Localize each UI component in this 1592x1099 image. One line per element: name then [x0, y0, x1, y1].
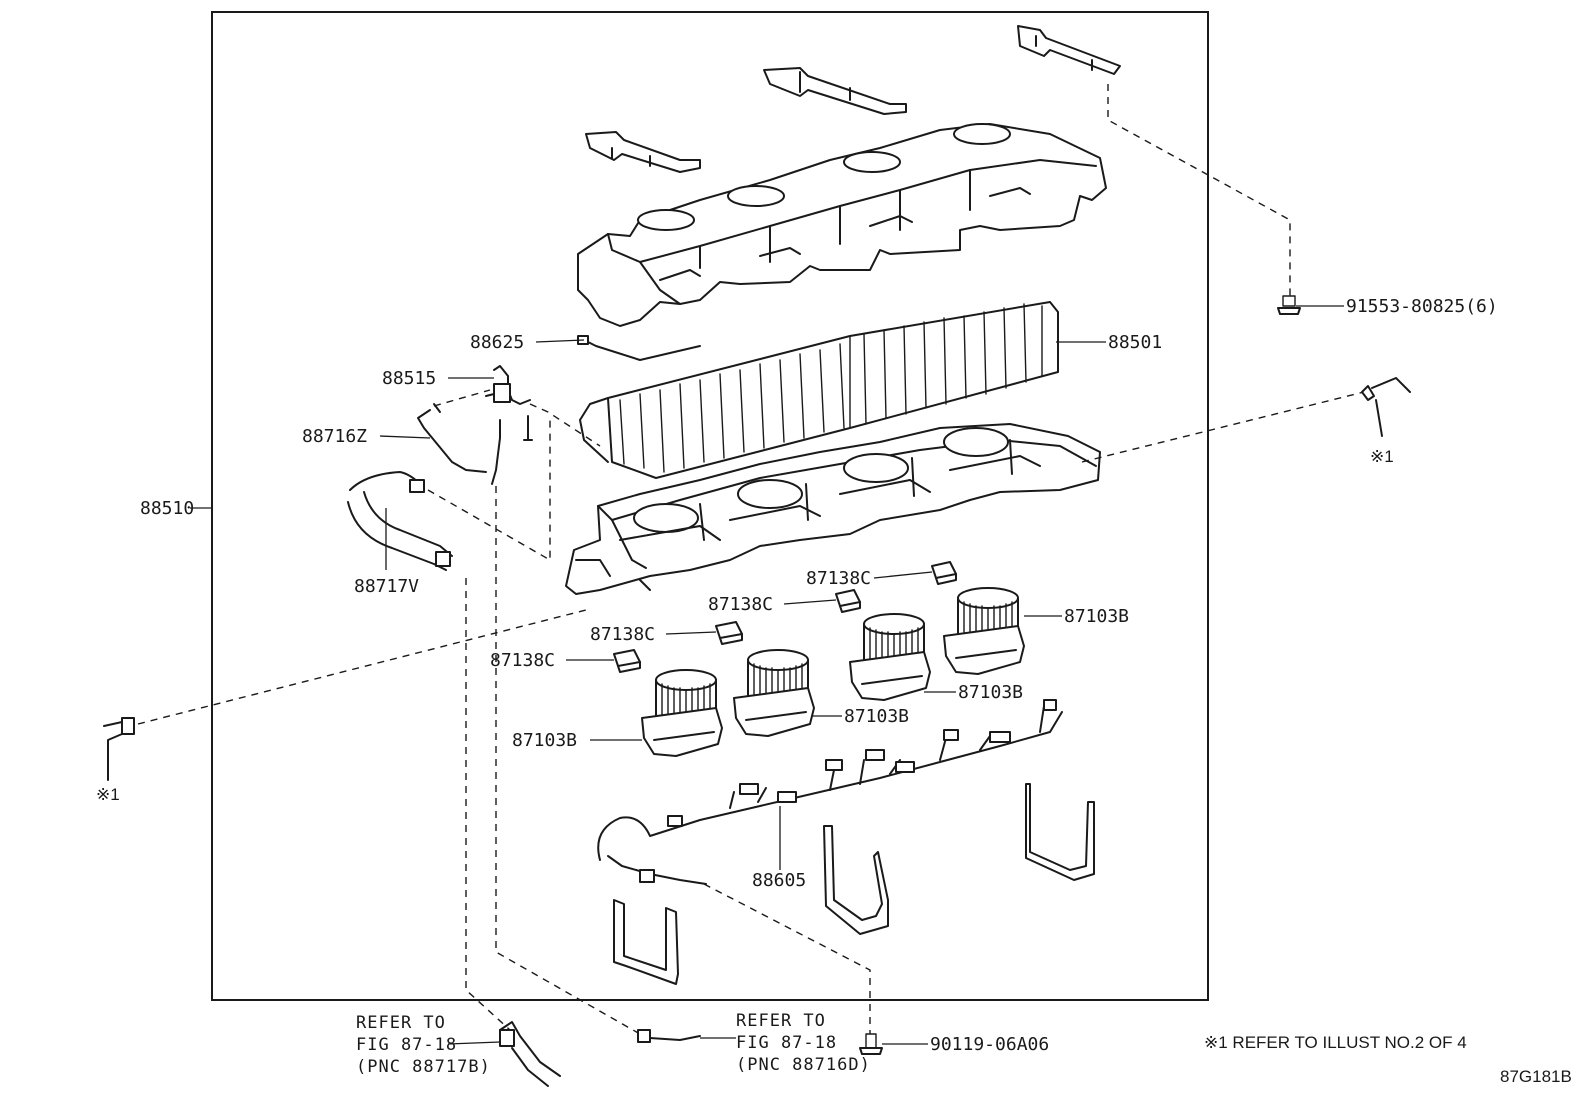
resistor-87138c-4[interactable]: [613, 649, 641, 673]
blower-motor-87103b-4[interactable]: [641, 669, 723, 757]
illustration-code: 87G181B: [1500, 1067, 1572, 1086]
label-88515: 88515: [382, 368, 436, 389]
label-88625: 88625: [470, 332, 524, 353]
label-88716z: 88716Z: [302, 426, 367, 447]
bolt-guide-line: [1107, 84, 1291, 296]
ref-line-right: [1081, 391, 1365, 463]
label-90119: 90119-06A06: [930, 1034, 1049, 1055]
valve-dash-a: [433, 389, 491, 407]
bracket-lower-middle[interactable]: [823, 825, 889, 935]
bracket-lower-right[interactable]: [1025, 783, 1095, 881]
label-87103b-4: 87103B: [512, 730, 577, 751]
harness-guide-line: [703, 883, 871, 1034]
label-87138c-1: 87138C: [806, 568, 871, 589]
blower-motor-87103b-2[interactable]: [849, 613, 931, 701]
refer-right-line2: FIG 87-18: [736, 1033, 837, 1053]
connector-ref-left[interactable]: [103, 717, 135, 781]
pipe-guide-line: [427, 418, 551, 562]
wire-harness-88605[interactable]: [597, 699, 1063, 885]
hose-ref-88717b[interactable]: [499, 1021, 561, 1087]
bolt-90119[interactable]: [859, 1033, 883, 1055]
label-91553: 91553-80825(6): [1346, 296, 1498, 317]
valve-guide-line: [495, 486, 641, 1035]
upper-blower-case[interactable]: [577, 123, 1107, 327]
label-88605: 88605: [752, 870, 806, 891]
label-87103b-1: 87103B: [1064, 606, 1129, 627]
lower-blower-case[interactable]: [565, 423, 1101, 595]
refer-left-line2: FIG 87-18: [356, 1035, 457, 1055]
thermistor-88625[interactable]: [577, 335, 701, 361]
connector-ref-right[interactable]: [1361, 377, 1411, 437]
label-87138c-3: 87138C: [590, 624, 655, 645]
expansion-valve-88515[interactable]: [485, 365, 533, 485]
ref-marker-left: ※1: [96, 785, 120, 804]
refer-left-line3: (PNC 88717B): [356, 1057, 491, 1077]
hose-guide-line: [465, 578, 511, 1031]
label-87138c-4: 87138C: [490, 650, 555, 671]
resistor-87138c-1[interactable]: [931, 561, 957, 585]
pipe-ref-88716d[interactable]: [637, 1029, 701, 1043]
top-bracket-middle[interactable]: [763, 67, 907, 115]
bolt-91553[interactable]: [1277, 295, 1301, 315]
evaporator-core[interactable]: [579, 301, 1059, 479]
footnote-ref: ※1 REFER TO ILLUST NO.2 OF 4: [1204, 1033, 1467, 1052]
refer-right-line1: REFER TO: [736, 1011, 826, 1031]
leader-lines: [190, 305, 1344, 1045]
bracket-lower-left[interactable]: [613, 899, 679, 985]
top-bracket-right[interactable]: [1017, 25, 1121, 75]
blower-motor-87103b-1[interactable]: [943, 587, 1025, 675]
refer-right-line3: (PNC 88716D): [736, 1055, 871, 1075]
assembly-frame: [211, 11, 1209, 1001]
resistor-87138c-2[interactable]: [835, 589, 861, 613]
label-88510: 88510: [140, 498, 194, 519]
resistor-87138c-3[interactable]: [715, 621, 743, 645]
label-87103b-3: 87103B: [844, 706, 909, 727]
label-87138c-2: 87138C: [708, 594, 773, 615]
blower-motor-87103b-3[interactable]: [733, 649, 815, 737]
label-87103b-2: 87103B: [958, 682, 1023, 703]
top-bracket-left[interactable]: [585, 131, 701, 173]
core-link-line: [529, 403, 601, 447]
refer-left-line1: REFER TO: [356, 1013, 446, 1033]
ref-marker-right: ※1: [1370, 447, 1394, 466]
hose-88717v[interactable]: [347, 471, 453, 571]
label-88717v: 88717V: [354, 576, 419, 597]
label-88501: 88501: [1108, 332, 1162, 353]
